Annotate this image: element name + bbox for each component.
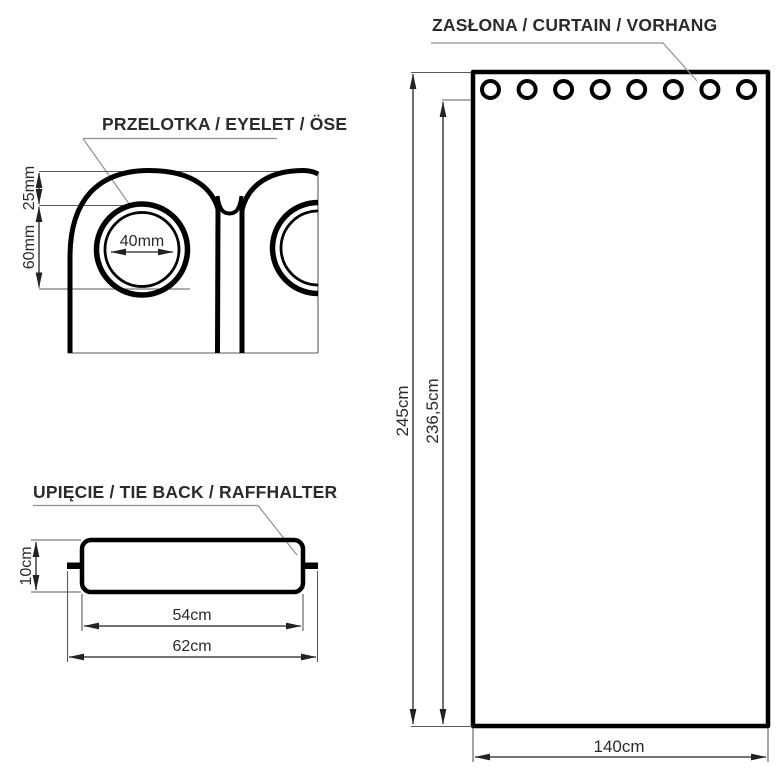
curtain-eyelet: [626, 79, 648, 100]
curtain-label: ZASŁONA / CURTAIN / VORHANG: [432, 15, 717, 35]
dim-curtain-width: 140cm: [474, 737, 767, 761]
eyelet-ring-partial: [269, 199, 318, 297]
dim-eyelet-ring-height: 60mm: [21, 206, 43, 288]
dim-tieback-total-width: 62cm: [68, 638, 317, 661]
eyelet-outer-ring: [269, 199, 318, 297]
curtain-eyelet: [662, 79, 684, 100]
curtain-leader-line: [431, 42, 698, 82]
curtain-drawing: ZASŁONA / CURTAIN / VORHANG 245cm 236,5c…: [393, 15, 771, 762]
tieback-extension-lines: [31, 539, 319, 662]
eyelet-outer-ring: [93, 201, 191, 298]
scallop-right-tab: [239, 168, 320, 353]
tieback-detail-drawing: UPIĘCIE / TIE BACK / RAFFHALTER 10cm 54c…: [18, 482, 338, 662]
dim-text-236-5cm: 236,5cm: [423, 378, 442, 443]
curtain-eyelet: [736, 79, 757, 100]
tieback-left-tab: [67, 562, 83, 569]
curtain-eyelet: [480, 79, 501, 100]
curtain-label-group: ZASŁONA / CURTAIN / VORHANG: [431, 15, 717, 82]
dim-text-140cm: 140cm: [593, 737, 644, 756]
curtain-eyelet: [553, 79, 575, 100]
dim-text-40mm: 40mm: [120, 233, 164, 250]
dim-curtain-total-height: 245cm: [393, 73, 417, 725]
tieback-right-tab: [302, 562, 318, 569]
curtain-extension-lines: [411, 71, 769, 762]
curtain-heading-outline: [67, 168, 320, 354]
dim-text-245cm: 245cm: [393, 385, 412, 436]
eyelet-detail-drawing: PRZELOTKA / EYELET / ÖSE 25mm: [21, 114, 347, 354]
scallop-left-tab: [67, 168, 221, 354]
eyelet-label: PRZELOTKA / EYELET / ÖSE: [102, 114, 347, 134]
curtain-eyelet: [699, 79, 721, 100]
eyelet-inner-ring: [279, 209, 318, 287]
dim-text-54cm: 54cm: [172, 607, 211, 624]
eyelet-ring-main: [93, 201, 191, 298]
curtain-eyelet: [516, 79, 538, 100]
dim-text-10cm: 10cm: [18, 546, 35, 585]
curtain-eyelet: [589, 79, 611, 100]
dim-text-60mm: 60mm: [21, 225, 38, 269]
tieback-body: [79, 537, 306, 595]
dim-tieback-body-width: 54cm: [83, 607, 302, 630]
tieback-leader-line: [33, 504, 298, 556]
eyelet-inner-ring: [103, 211, 181, 288]
dim-tieback-height: 10cm: [18, 541, 40, 591]
tieback-label: UPIĘCIE / TIE BACK / RAFFHALTER: [33, 482, 338, 502]
dim-curtain-height-below-eyelets: 236,5cm: [423, 101, 447, 725]
dim-eyelet-inner-diameter: 40mm: [110, 233, 174, 256]
eyelet-leader-line: [82, 138, 133, 209]
curtain-eyelets: [480, 79, 757, 100]
dim-eyelet-top-offset: 25mm: [21, 166, 43, 210]
dim-text-25mm: 25mm: [21, 166, 38, 210]
curtain-panel: [470, 69, 771, 729]
scallop-valley: [215, 195, 244, 216]
dim-text-62cm: 62cm: [172, 638, 211, 655]
